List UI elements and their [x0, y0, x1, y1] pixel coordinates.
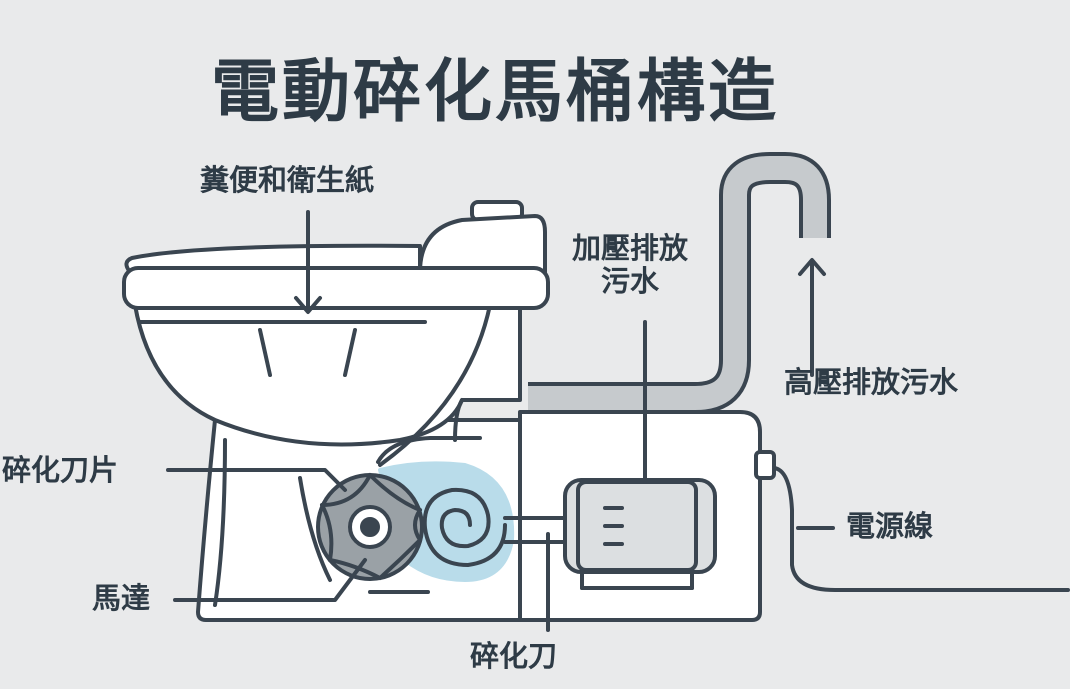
- discharge-pipe: [528, 152, 831, 414]
- label-waste-input: 糞便和衛生紙: [200, 163, 375, 197]
- diagram-title: 電動碎化馬桶構造: [210, 53, 779, 132]
- impeller-spiral: [422, 487, 507, 567]
- label-high-pressure-discharge: 高壓排放污水: [784, 365, 959, 399]
- label-pressurized-discharge-line1: 加壓排放: [572, 231, 689, 265]
- toilet-tank: [418, 214, 547, 274]
- label-shredder-blades: 碎化刀片: [2, 453, 119, 487]
- toilet-rim: [122, 266, 550, 310]
- label-pressurized-discharge-line2: 污水: [601, 264, 660, 299]
- label-motor: 馬達: [92, 581, 151, 615]
- label-power-cord: 電源線: [846, 509, 934, 543]
- label-shredder: 碎化刀: [470, 639, 558, 673]
- power-cord: [772, 466, 1070, 592]
- toilet-seat: [124, 243, 422, 274]
- label-pressurized-discharge: 加壓排放 污水: [572, 231, 689, 299]
- shredder-blade-disc: [316, 473, 424, 581]
